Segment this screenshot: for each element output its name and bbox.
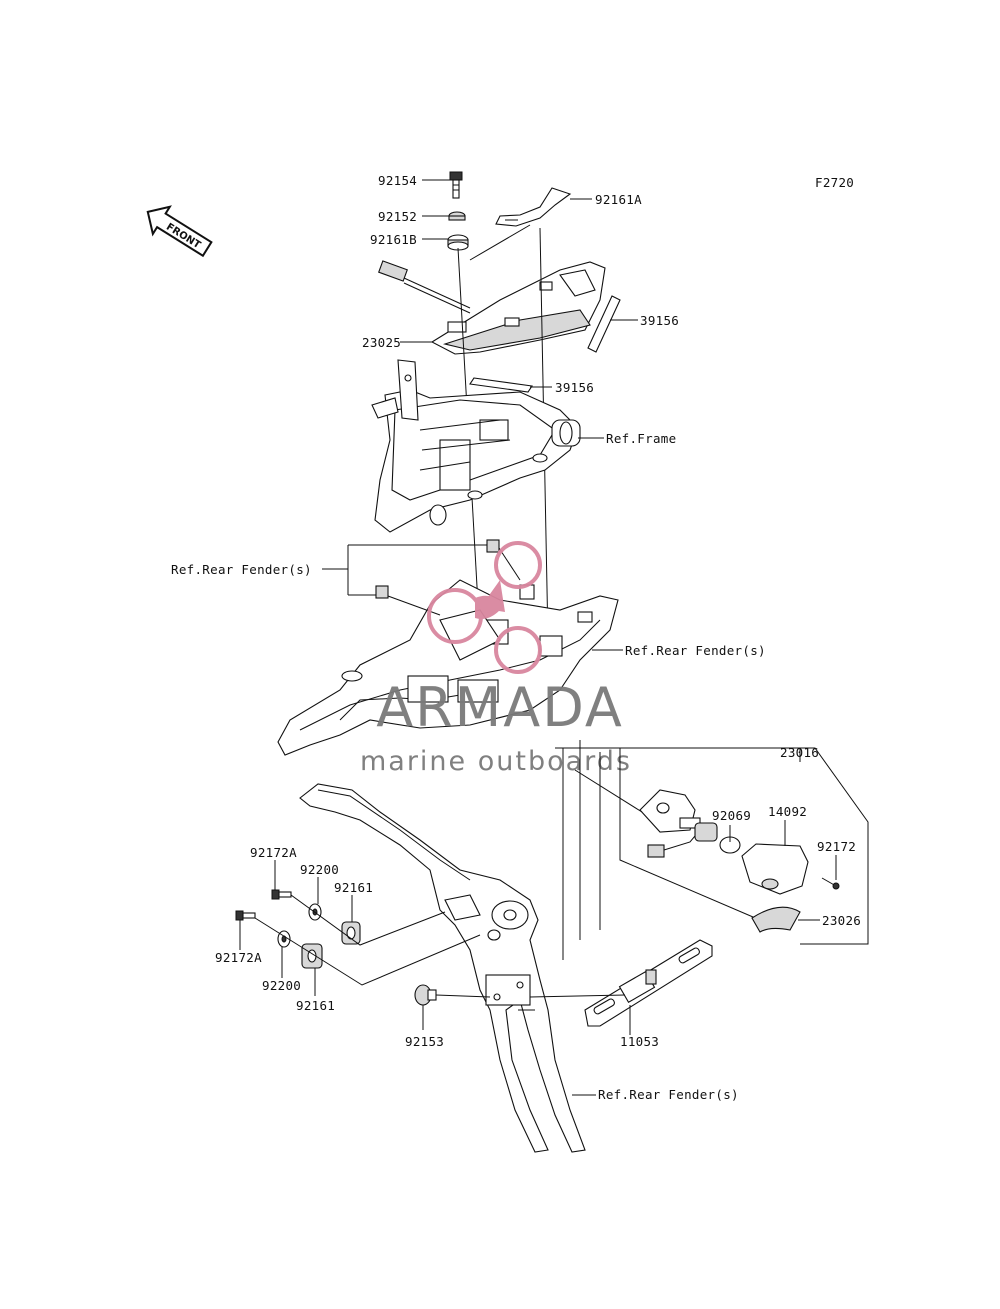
label-92153: 92153 (405, 1034, 444, 1049)
label-92172: 92172 (817, 839, 856, 854)
label-92154: 92154 (378, 173, 417, 188)
bracket-92161A (495, 187, 572, 227)
screw-92172A-bottom (235, 910, 256, 921)
grommet-92161-top (341, 921, 361, 945)
lamp-housing (574, 769, 701, 833)
cover-23026 (751, 906, 801, 933)
watermark-tagline: marine outboards (360, 746, 632, 777)
rear-frame-bracket (371, 359, 581, 533)
label-23025: 23025 (362, 335, 401, 350)
label-92069: 92069 (712, 808, 751, 823)
license-plate-bracket (299, 783, 586, 1153)
watermark: ARMADA marine outboards (360, 541, 632, 777)
lens-14092 (741, 843, 809, 895)
label-92161A: 92161A (595, 192, 642, 207)
label-39156-top: 39156 (640, 313, 679, 328)
label-ref-rear-fender-right: Ref.Rear Fender(s) (625, 643, 766, 658)
label-11053: 11053 (620, 1034, 659, 1049)
front-arrow-icon: FRONT (146, 205, 213, 258)
label-23016: 23016 (780, 745, 819, 760)
tail-lamp-23025 (430, 261, 606, 355)
fender-clip-2 (375, 585, 389, 599)
grommet-92161B (447, 234, 469, 251)
screw-92172A-top (271, 889, 292, 900)
diagram-code: F2720 (815, 175, 854, 190)
watermark-brand: ARMADA (376, 676, 624, 739)
label-92200-top: 92200 (300, 862, 339, 877)
label-92152: 92152 (378, 209, 417, 224)
ref-fender-leader-left (322, 544, 487, 596)
label-92172A-top: 92172A (250, 845, 297, 860)
screw-92172 (821, 877, 840, 890)
label-39156-mid: 39156 (555, 380, 594, 395)
label-ref-rear-fender-left: Ref.Rear Fender(s) (171, 562, 312, 577)
watermark-logo-icon (427, 541, 542, 674)
pad-39156-top (587, 295, 621, 353)
label-92161-top: 92161 (334, 880, 373, 895)
grommet-92161-bottom (301, 943, 323, 969)
label-92172A-bottom: 92172A (215, 950, 262, 965)
label-ref-rear-fender-bottom: Ref.Rear Fender(s) (598, 1087, 739, 1102)
label-14092: 14092 (768, 804, 807, 819)
label-92161B: 92161B (370, 232, 417, 247)
bolt-92154 (449, 171, 463, 199)
plate-stay-11053 (584, 939, 713, 1027)
label-92161-bottom: 92161 (296, 998, 335, 1013)
collar-92152 (448, 211, 466, 221)
lamp-wire-harness (378, 260, 471, 314)
label-92200-bottom: 92200 (262, 978, 301, 993)
assembly-box-23016 (590, 747, 869, 945)
label-ref-frame: Ref.Frame (606, 431, 676, 446)
pad-39156-mid (469, 377, 533, 393)
wire-connector (647, 829, 701, 858)
label-23026: 23026 (822, 913, 861, 928)
rear-fender (277, 579, 619, 756)
fender-clip-1 (486, 539, 500, 553)
bolt-92153 (414, 984, 437, 1006)
bulb-92069 (694, 822, 741, 854)
